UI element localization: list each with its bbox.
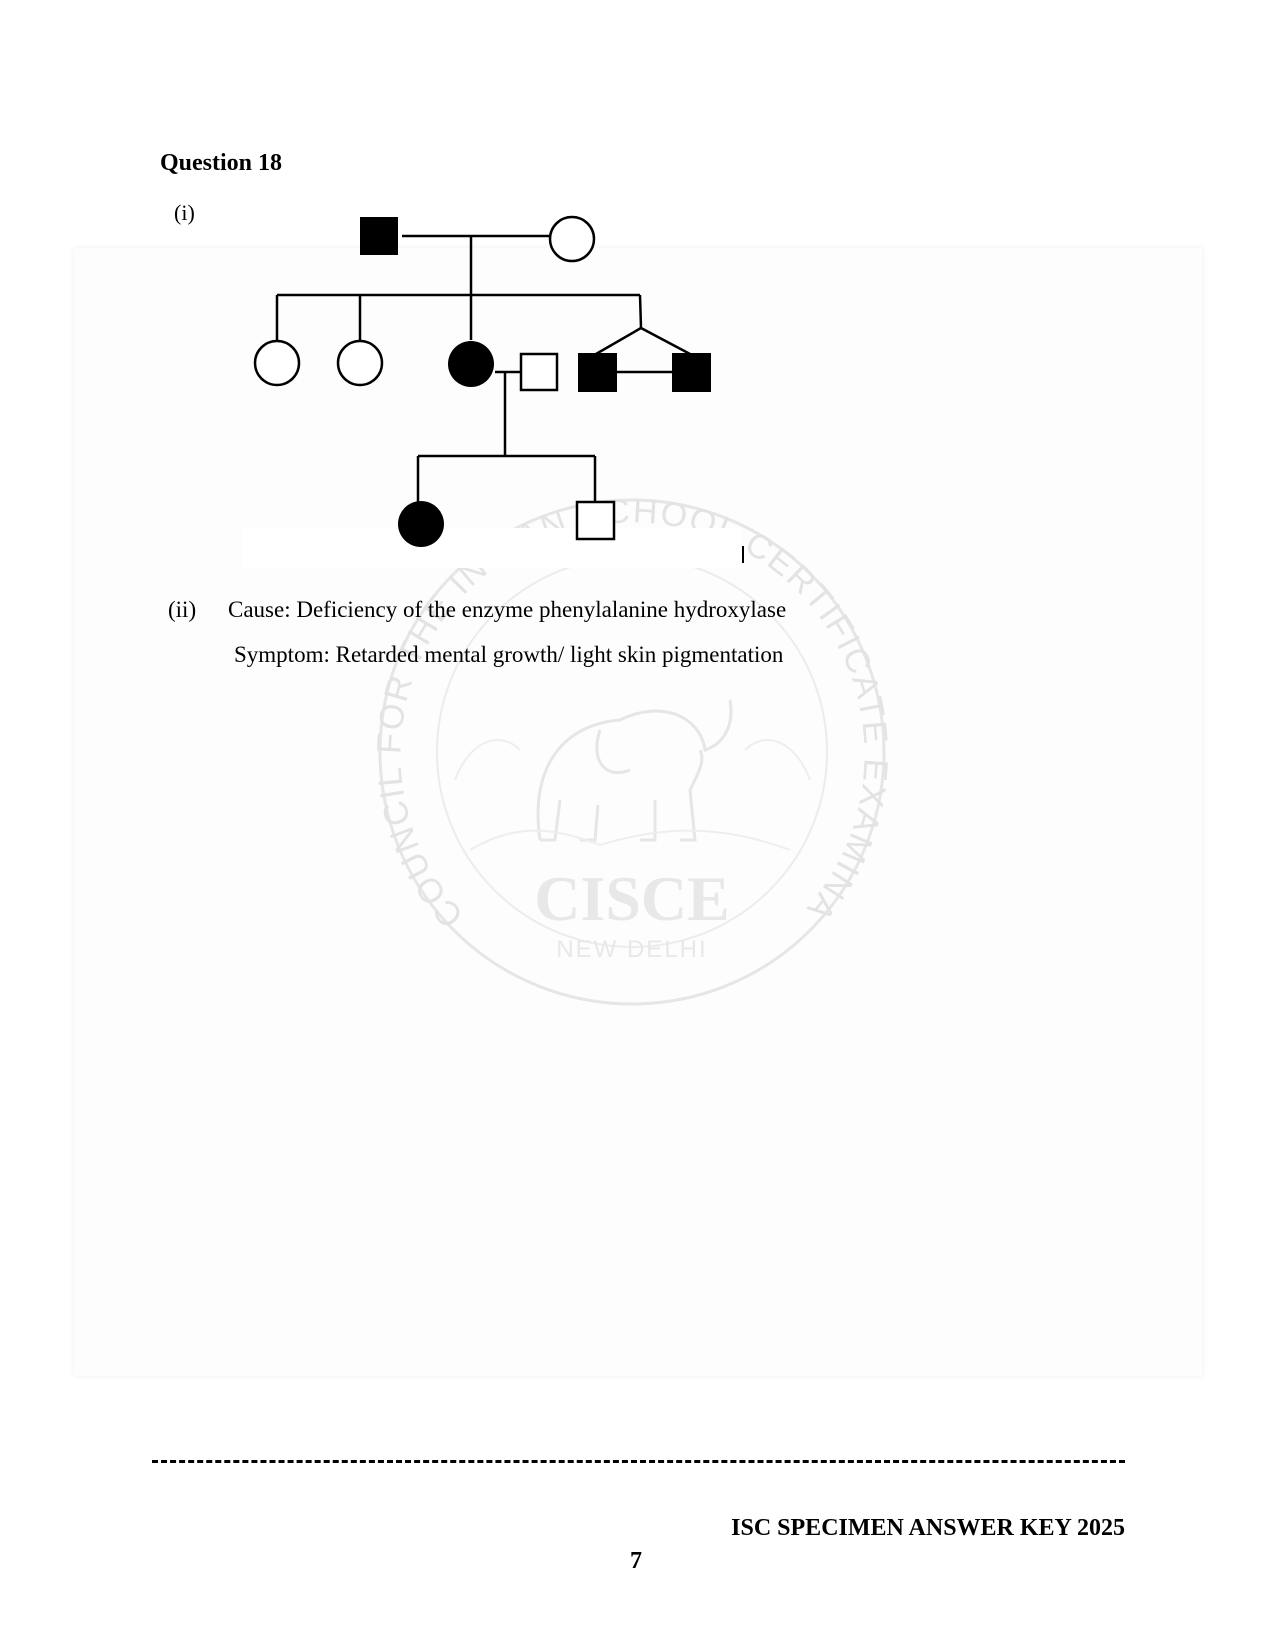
cause-text: Cause: Deficiency of the enzyme phenylal… [228, 597, 787, 622]
question-title: Question 18 [160, 150, 283, 176]
gen3-unaffected-male [575, 500, 616, 541]
gen2-affected-female [448, 341, 494, 387]
footer-title: ISC SPECIMEN ANSWER KEY 2025 [731, 1515, 1125, 1541]
gen3-affected-female [398, 501, 444, 547]
footer-divider [152, 1460, 1125, 1463]
gen2-affected-twin-male-2 [672, 353, 711, 392]
part-i-label: (i) [174, 200, 195, 225]
symptom-text: Symptom: Retarded mental growth/ light s… [234, 642, 784, 667]
pedigree-lines [275, 234, 744, 563]
gen2-unaffected-female-2 [336, 339, 384, 387]
gen2-affected-twin-male-1 [578, 353, 617, 392]
gen2-spouse-unaffected-male [519, 352, 559, 392]
gen1-affected-male [360, 217, 398, 255]
page-number: 7 [630, 1548, 642, 1574]
part-ii-label: (ii) [168, 597, 197, 622]
gen1-unaffected-female [548, 215, 596, 263]
gen2-unaffected-female-1 [253, 339, 301, 387]
